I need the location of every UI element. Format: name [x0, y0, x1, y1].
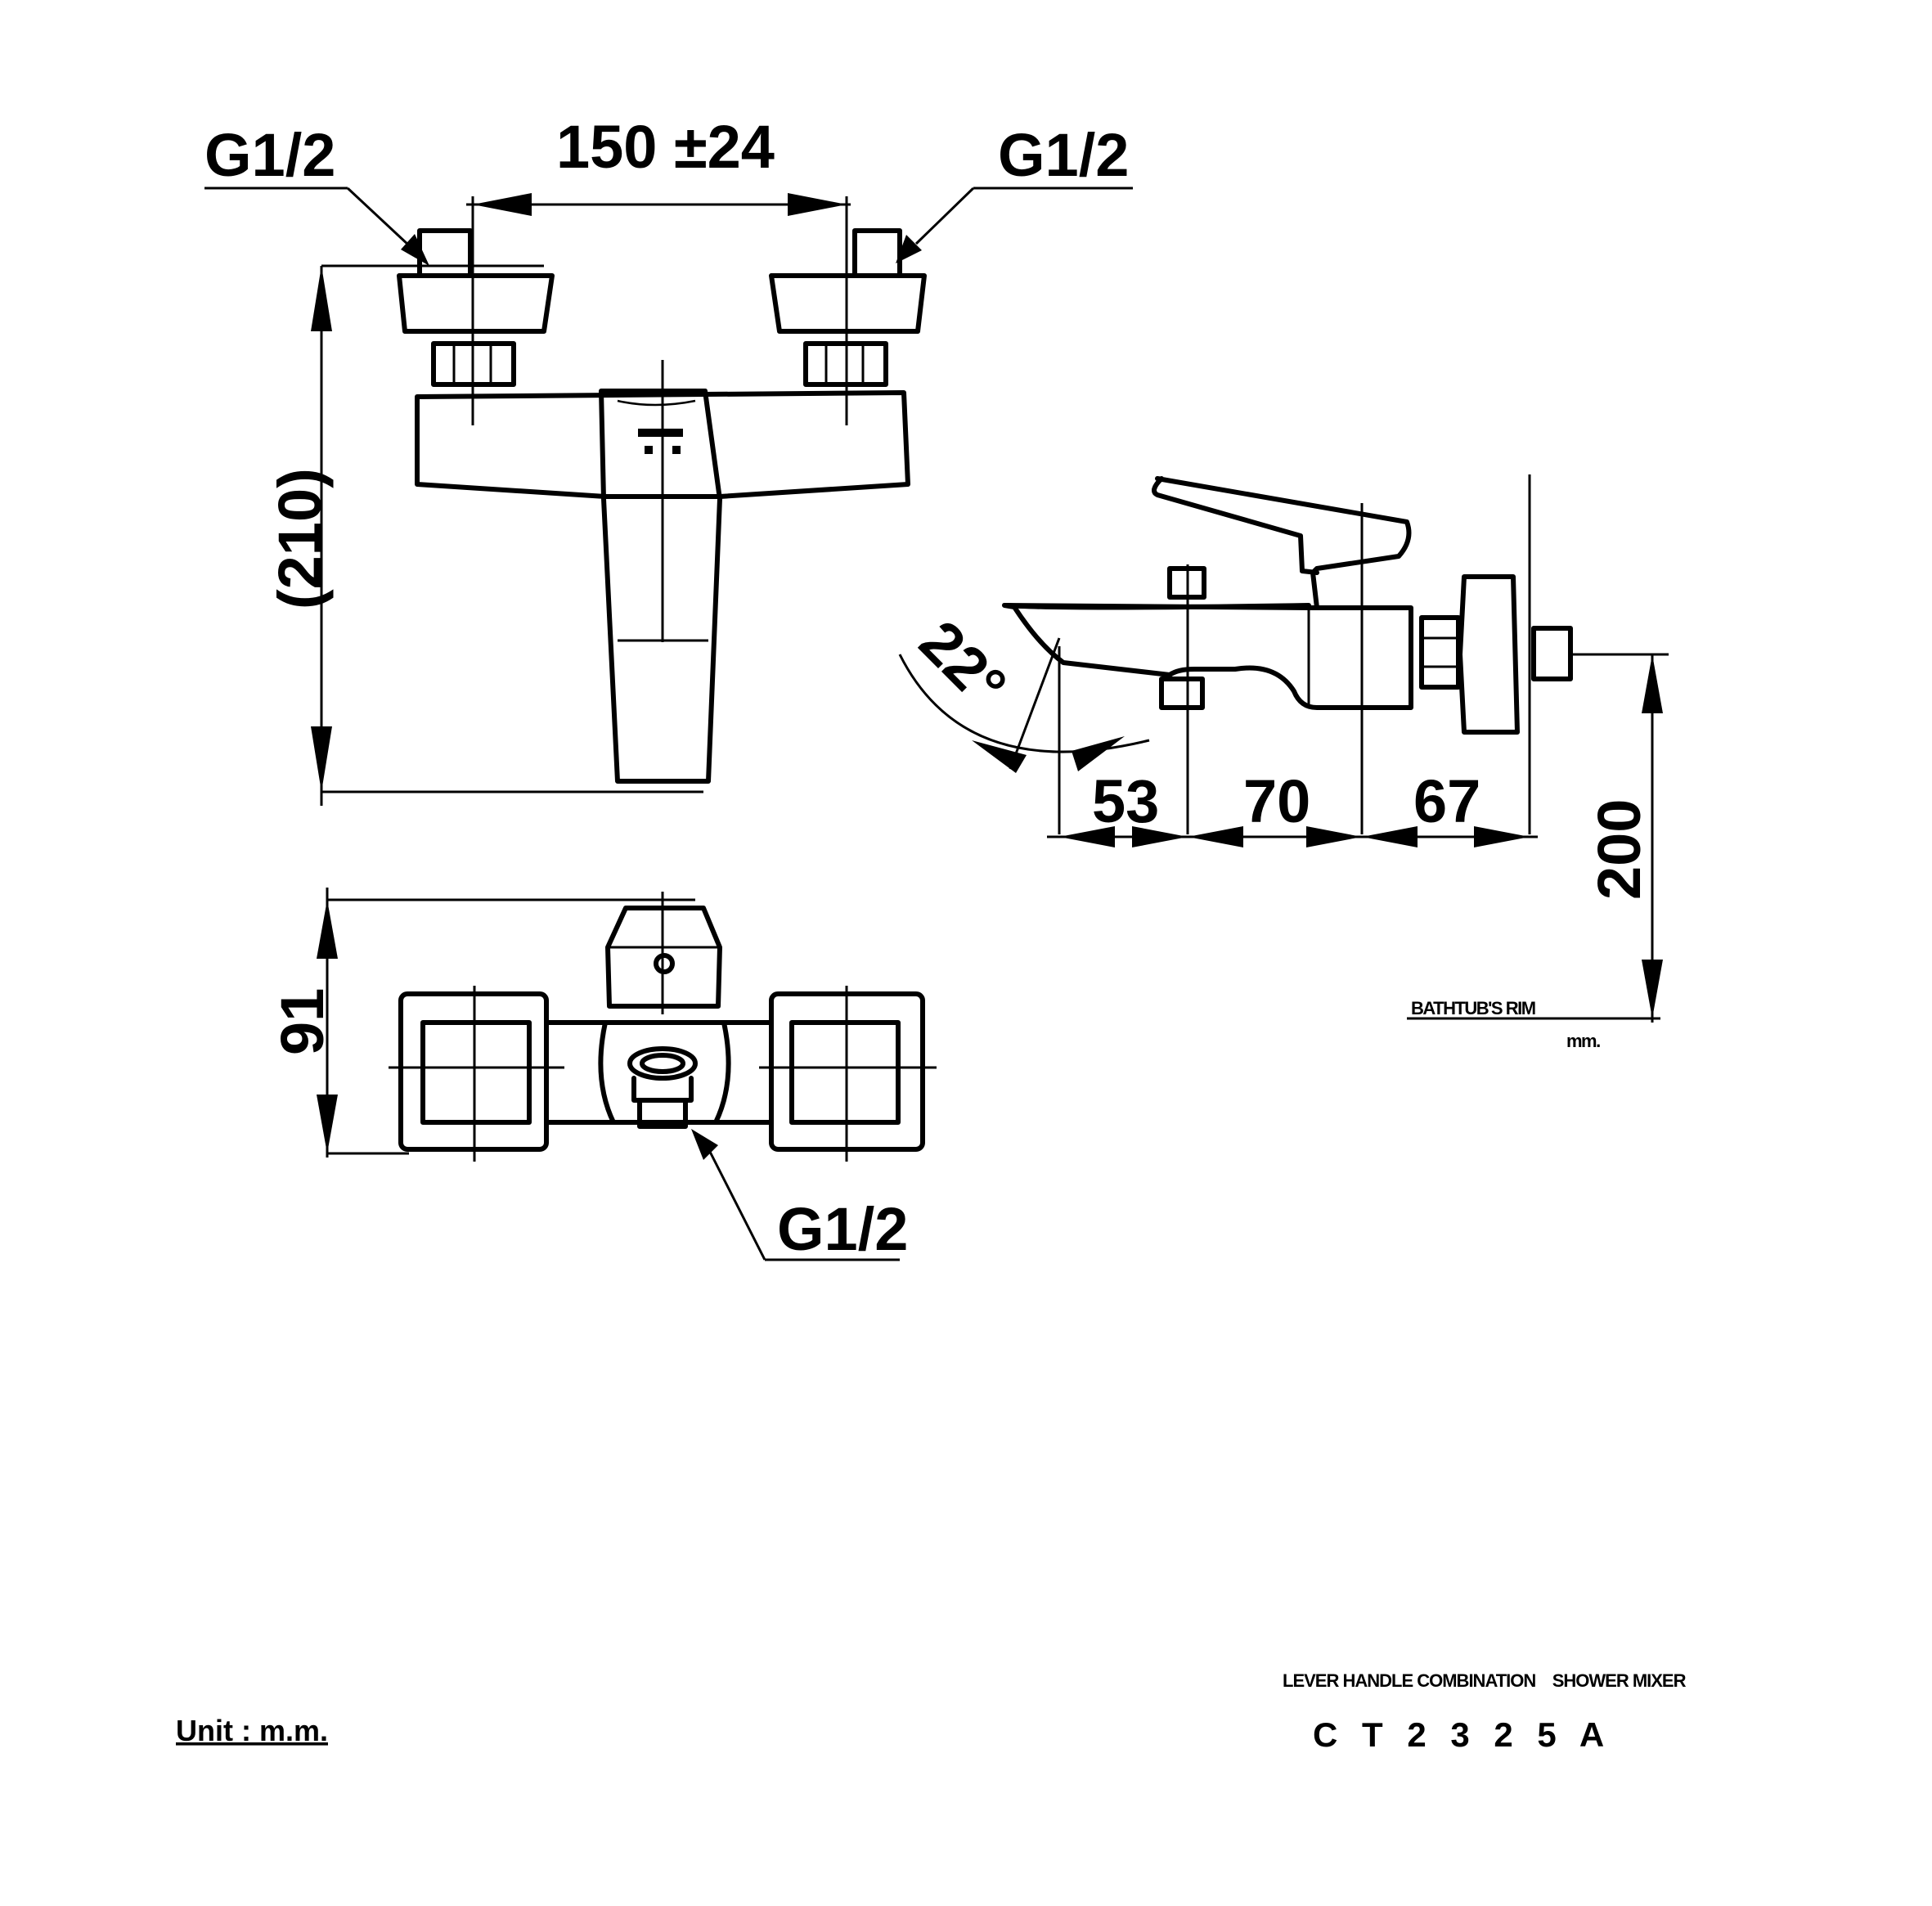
rim-unit-label: mm.	[1566, 1031, 1600, 1051]
rim-label: BATHTUB'S RIM	[1411, 998, 1535, 1018]
thread-left-label: G1/2	[204, 121, 335, 189]
product-description: LEVER HANDLE COMBINATION SHOWER MIXER	[1283, 1670, 1687, 1691]
side-view: 22° 53 70 67 200 BATHTUB'S RIM mm.	[898, 474, 1669, 1051]
depth-label: 91	[268, 988, 336, 1055]
dim-c-label: 67	[1413, 767, 1480, 835]
front-view: 150 ±24 G1/2 G1/2	[204, 113, 1133, 806]
height-label: (210)	[266, 468, 334, 609]
thread-right-label: G1/2	[998, 121, 1129, 189]
dim-b-label: 70	[1243, 767, 1310, 835]
height-above-rim-label: 200	[1585, 799, 1653, 900]
thread-outlet-label: G1/2	[777, 1195, 908, 1263]
unit-label: Unit : m.m.	[176, 1714, 328, 1747]
angle-label: 22°	[907, 608, 1020, 721]
dim-a-label: 53	[1092, 767, 1159, 835]
model-number: C T 2 3 2 5 A	[1313, 1715, 1611, 1754]
title-block: Unit : m.m. LEVER HANDLE COMBINATION SHO…	[176, 1670, 1687, 1754]
center-distance-label: 150 ±24	[556, 113, 775, 181]
top-view: 91 G1/2	[268, 888, 937, 1263]
